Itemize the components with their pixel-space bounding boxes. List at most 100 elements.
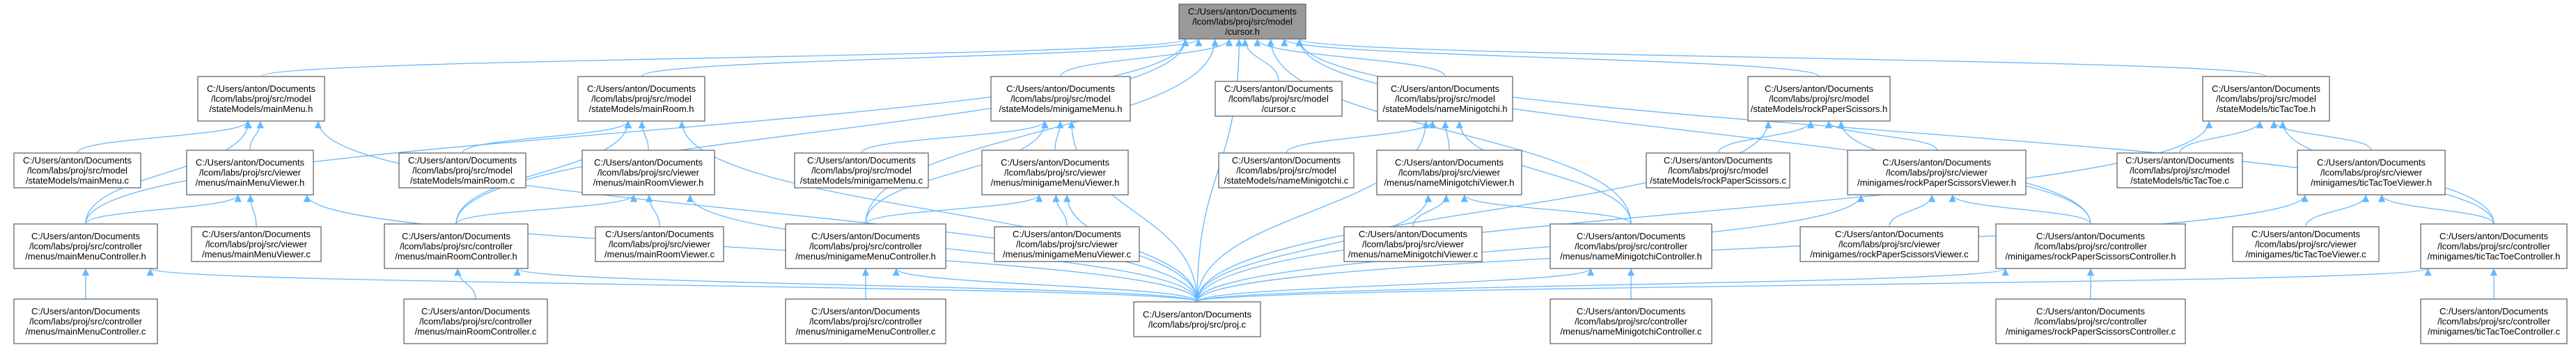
node-label-line: C:/Users/anton/Documents bbox=[811, 231, 921, 241]
node-box bbox=[785, 298, 946, 344]
node-box bbox=[2116, 152, 2243, 188]
node-label-line: C:/Users/anton/Documents bbox=[408, 155, 517, 166]
node-menus-nameminigotchiviewer-h[interactable]: C:/Users/anton/Documents/lcom/labs/proj/… bbox=[1376, 150, 1522, 195]
node-menus-minigamemenucontroller-h[interactable]: C:/Users/anton/Documents/lcom/labs/proj/… bbox=[785, 223, 946, 269]
edge-line bbox=[1196, 194, 2309, 303]
node-label-line: /lcom/labs/proj/src/controller bbox=[1575, 241, 1687, 252]
node-statemodels-mainroom-c[interactable]: C:/Users/anton/Documents/lcom/labs/proj/… bbox=[398, 152, 526, 188]
node-statemodels-mainmenu-h[interactable]: C:/Users/anton/Documents/lcom/labs/proj/… bbox=[197, 76, 325, 122]
edge-line bbox=[1460, 194, 1632, 225]
node-minigames-rockpaperscissorscontroller-h[interactable]: C:/Users/anton/Documents/lcom/labs/proj/… bbox=[1995, 223, 2186, 269]
node-label-line: /menus/nameMinigotchiController.h bbox=[1560, 251, 1702, 262]
node-label-line: /lcom/labs/proj/src/controller bbox=[29, 241, 142, 252]
node-menus-mainmenuviewer-h[interactable]: C:/Users/anton/Documents/lcom/labs/proj/… bbox=[186, 150, 314, 195]
node-statemodels-minigamemenu-h[interactable]: C:/Users/anton/Documents/lcom/labs/proj/… bbox=[990, 76, 1131, 122]
node-menus-minigamemenuviewer-h[interactable]: C:/Users/anton/Documents/lcom/labs/proj/… bbox=[981, 150, 1129, 195]
edge-line bbox=[1196, 268, 2009, 303]
node-label-line: C:/Users/anton/Documents bbox=[807, 155, 916, 166]
edge-line bbox=[1295, 38, 2091, 225]
edge-line bbox=[865, 120, 1049, 225]
edge-line bbox=[1054, 120, 1064, 151]
node-label-line: /lcom/labs/proj/src/viewer bbox=[1004, 168, 1107, 178]
node-cursor-c[interactable]: C:/Users/anton/Documents/lcom/labs/proj/… bbox=[1215, 81, 1343, 117]
edge-line bbox=[455, 38, 1189, 225]
node-menus-nameminigotchicontroller-c[interactable]: C:/Users/anton/Documents/lcom/labs/proj/… bbox=[1549, 298, 1712, 344]
node-menus-mainmenucontroller-h[interactable]: C:/Users/anton/Documents/lcom/labs/proj/… bbox=[13, 223, 158, 269]
node-menus-nameminigotchicontroller-h[interactable]: C:/Users/anton/Documents/lcom/labs/proj/… bbox=[1549, 223, 1712, 269]
edge-line bbox=[1455, 120, 1632, 225]
node-menus-mainmenuviewer-c[interactable]: C:/Users/anton/Documents/lcom/labs/proj/… bbox=[191, 226, 322, 262]
node-label-line: /lcom/labs/proj/src/viewer bbox=[598, 168, 700, 178]
node-minigames-tictactoeviewer-c[interactable]: C:/Users/anton/Documents/lcom/labs/proj/… bbox=[2232, 226, 2380, 262]
node-minigames-tictactoeviewer-h[interactable]: C:/Users/anton/Documents/lcom/labs/proj/… bbox=[2297, 150, 2446, 195]
node-label-line: /lcom/labs/proj/src/controller bbox=[2034, 316, 2147, 327]
node-box bbox=[1377, 76, 1513, 122]
edge-line bbox=[1196, 120, 1772, 303]
node-menus-minigamemenucontroller-c[interactable]: C:/Users/anton/Documents/lcom/labs/proj/… bbox=[785, 298, 946, 344]
node-minigames-tictactoecontroller-h[interactable]: C:/Users/anton/Documents/lcom/labs/proj/… bbox=[2420, 223, 2568, 269]
node-label-line: /lcom/labs/proj/src/model bbox=[2130, 166, 2230, 176]
edge-mmc-to-mm bbox=[85, 120, 252, 225]
node-label-line: C:/Users/anton/Documents bbox=[2440, 231, 2549, 241]
edge-line bbox=[1949, 194, 2091, 225]
node-label-line: /minigames/rockPaperScissorsController.h bbox=[2006, 251, 2176, 262]
node-minigames-rockpaperscissorsviewer-h[interactable]: C:/Users/anton/Documents/lcom/labs/proj/… bbox=[1847, 150, 2027, 195]
node-statemodels-nameminigotchi-c[interactable]: C:/Users/anton/Documents/lcom/labs/proj/… bbox=[1218, 152, 1355, 188]
node-menus-minigamemenuviewer-c[interactable]: C:/Users/anton/Documents/lcom/labs/proj/… bbox=[994, 226, 1140, 262]
node-label-line: /lcom/labs/proj/src/viewer bbox=[1839, 239, 1941, 250]
node-statemodels-rockpaperscissors-h[interactable]: C:/Users/anton/Documents/lcom/labs/proj/… bbox=[1747, 76, 1891, 122]
node-label-line: C:/Users/anton/Documents bbox=[207, 83, 316, 94]
node-box bbox=[994, 226, 1140, 262]
node-statemodels-mainmenu-c[interactable]: C:/Users/anton/Documents/lcom/labs/proj/… bbox=[13, 152, 141, 188]
node-label-line: /stateModels/ticTacToe.c bbox=[2130, 175, 2229, 186]
edge-line bbox=[641, 38, 1203, 77]
node-label-line: C:/Users/anton/Documents bbox=[402, 231, 511, 241]
edge-line bbox=[1060, 38, 1233, 77]
node-cursor-h[interactable]: C:/Users/anton/Documents/lcom/labs/proj/… bbox=[1178, 3, 1306, 40]
node-menus-mainmenucontroller-c[interactable]: C:/Users/anton/Documents/lcom/labs/proj/… bbox=[13, 298, 158, 344]
edge-line bbox=[1717, 120, 1815, 154]
edge-mrvc-to-mrv bbox=[646, 194, 660, 227]
node-label-line: C:/Users/anton/Documents bbox=[1001, 157, 1110, 168]
node-menus-mainroomviewer-h[interactable]: C:/Users/anton/Documents/lcom/labs/proj/… bbox=[581, 150, 715, 195]
node-statemodels-tictactoe-c[interactable]: C:/Users/anton/Documents/lcom/labs/proj/… bbox=[2116, 152, 2243, 188]
node-minigames-rockpaperscissorscontroller-c[interactable]: C:/Users/anton/Documents/lcom/labs/proj/… bbox=[1995, 298, 2186, 344]
node-menus-nameminigotchiviewer-c[interactable]: C:/Users/anton/Documents/lcom/labs/proj/… bbox=[1343, 226, 1483, 262]
node-label-line: C:/Users/anton/Documents bbox=[587, 83, 696, 94]
edge-tt-to-s bbox=[1296, 38, 2267, 77]
node-label-line: /lcom/labs/proj/src/controller bbox=[29, 316, 142, 327]
node-menus-mainroomcontroller-c[interactable]: C:/Users/anton/Documents/lcom/labs/proj/… bbox=[403, 298, 548, 344]
node-minigames-tictactoecontroller-c[interactable]: C:/Users/anton/Documents/lcom/labs/proj/… bbox=[2420, 298, 2568, 344]
node-label-line: /minigames/ticTacToeController.c bbox=[2428, 326, 2561, 337]
node-statemodels-nameminigotchi-h[interactable]: C:/Users/anton/Documents/lcom/labs/proj/… bbox=[1377, 76, 1513, 122]
edge-mg-to-s bbox=[1060, 38, 1233, 77]
edge-line bbox=[1196, 268, 1595, 303]
node-statemodels-mainroom-h[interactable]: C:/Users/anton/Documents/lcom/labs/proj/… bbox=[577, 76, 705, 122]
edge-line bbox=[1196, 194, 1433, 303]
edge-nmc-to-nmv bbox=[1460, 194, 1632, 225]
edge-proj-to-ttv bbox=[1196, 194, 2309, 303]
node-statemodels-rockpaperscissors-c[interactable]: C:/Users/anton/Documents/lcom/labs/proj/… bbox=[1646, 152, 1790, 188]
edge-line bbox=[865, 38, 1219, 225]
node-label-line: /stateModels/mainRoom.h bbox=[588, 104, 694, 114]
node-box bbox=[1549, 298, 1712, 344]
edge-line bbox=[1412, 194, 1450, 227]
node-statemodels-tictactoe-h[interactable]: C:/Users/anton/Documents/lcom/labs/proj/… bbox=[2202, 76, 2330, 122]
node-label-line: C:/Users/anton/Documents bbox=[1835, 229, 1944, 239]
node-menus-mainroomcontroller-h[interactable]: C:/Users/anton/Documents/lcom/labs/proj/… bbox=[384, 223, 529, 269]
node-label-line: /lcom/labs/proj/src/viewer bbox=[1398, 168, 1501, 178]
edge-line bbox=[1442, 120, 1450, 151]
node-menus-mainroomviewer-c[interactable]: C:/Users/anton/Documents/lcom/labs/proj/… bbox=[595, 226, 724, 262]
node-box bbox=[13, 152, 141, 188]
node-lcom-labs-proj-src-proj-c[interactable]: C:/Users/anton/Documents/lcom/labs/proj/… bbox=[1133, 301, 1261, 337]
edge-line bbox=[861, 120, 1049, 154]
node-label-line: /menus/nameMinigotchiViewer.c bbox=[1348, 249, 1478, 259]
node-label-line: C:/Users/anton/Documents bbox=[1391, 83, 1500, 94]
node-box bbox=[1747, 76, 1891, 122]
graph-nodes: C:/Users/anton/Documents/lcom/labs/proj/… bbox=[13, 3, 2568, 344]
node-statemodels-minigamemenu-c[interactable]: C:/Users/anton/Documents/lcom/labs/proj/… bbox=[794, 152, 929, 188]
node-box bbox=[595, 226, 724, 262]
node-label-line: /lcom/labs/proj/src/model bbox=[1228, 94, 1329, 104]
node-minigames-rockpaperscissorsviewer-c[interactable]: C:/Users/anton/Documents/lcom/labs/proj/… bbox=[1800, 226, 1979, 262]
